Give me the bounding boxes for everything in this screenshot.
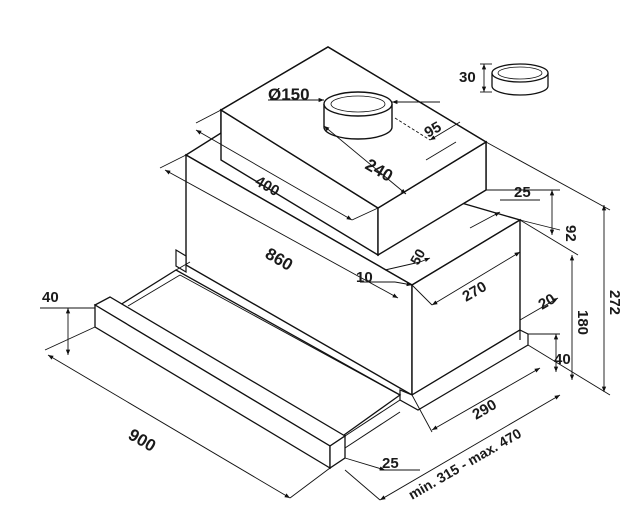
dim-10: 10: [356, 269, 373, 286]
dim-extension-range: min. 315 - max. 470: [406, 425, 525, 503]
dim-900: 900: [125, 425, 159, 456]
dim-92: 92: [562, 225, 579, 242]
dim-collar-height: 30: [459, 69, 476, 86]
dim-180: 180: [574, 310, 591, 335]
dim-95: 95: [422, 118, 445, 141]
dim-25-bottom: 25: [382, 455, 399, 472]
dim-20: 20: [536, 290, 559, 313]
dim-40-left: 40: [42, 289, 59, 306]
duct-collar: [480, 63, 549, 96]
dim-50: 50: [407, 246, 429, 268]
dim-duct-diameter: Ø150: [268, 85, 310, 104]
dim-40-right: 40: [554, 351, 571, 368]
dim-25-top: 25: [514, 184, 531, 201]
dim-290: 290: [470, 396, 500, 423]
dim-272: 272: [606, 290, 623, 315]
